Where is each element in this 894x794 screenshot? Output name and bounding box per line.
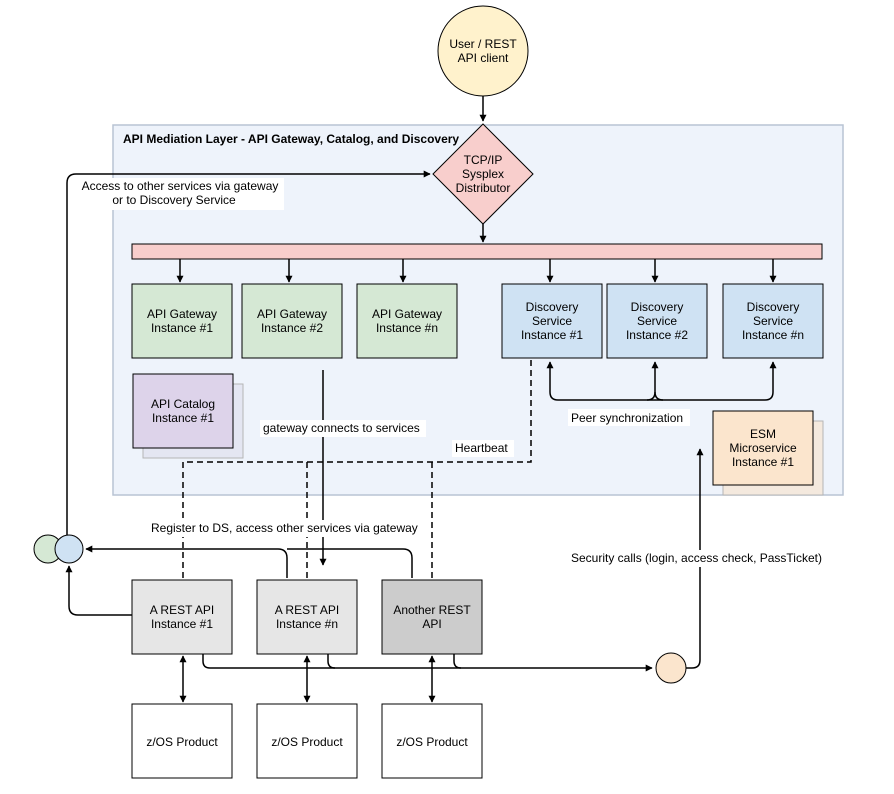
discovery-2-line-1: Discovery — [631, 300, 684, 314]
api-catalog-instance: API Catalog Instance #1 — [132, 373, 244, 459]
rest-api-n-line-1: A REST API — [275, 603, 339, 617]
discovery-2-line-3: Instance #2 — [626, 328, 688, 342]
gateway-2-line-1: API Gateway — [257, 307, 327, 321]
gateway-connects-text: gateway connects to services — [263, 421, 420, 435]
discovery-n-line-3: Instance #n — [742, 328, 804, 342]
another-rest-api: Another REST API — [381, 579, 483, 655]
rest-api-instance-1: A REST API Instance #1 — [131, 579, 233, 655]
register-label: Register to DS, access other services vi… — [148, 520, 426, 537]
security-calls-text: Security calls (login, access check, Pas… — [571, 551, 822, 565]
client-label-line-2: API client — [458, 51, 509, 65]
access-other-line-2: or to Discovery Service — [112, 193, 236, 207]
gateway-instance-2: API Gateway Instance #2 — [241, 283, 343, 359]
discovery-instance-1: Discovery Service Instance #1 — [501, 283, 603, 359]
discovery-instance-2: Discovery Service Instance #2 — [606, 283, 708, 359]
gateway-1-line-2: Instance #1 — [151, 321, 213, 335]
gateway-1-line-1: API Gateway — [147, 307, 217, 321]
zos-product-3: z/OS Product — [381, 703, 483, 779]
register-text: Register to DS, access other services vi… — [151, 521, 418, 535]
zos-product-1-label: z/OS Product — [146, 735, 218, 749]
heartbeat-text: Heartbeat — [455, 441, 508, 455]
access-other-label: Access to other services via gateway or … — [77, 178, 284, 210]
gateway-instance-n: API Gateway Instance #n — [356, 283, 458, 359]
distributor-label-line-1: TCP/IP — [464, 153, 503, 167]
esm-line-1: ESM — [750, 427, 776, 441]
rest-api-instance-n: A REST API Instance #n — [256, 579, 358, 655]
zos-product-1: z/OS Product — [131, 703, 233, 779]
access-other-line-1: Access to other services via gateway — [82, 179, 279, 193]
discovery-n-line-1: Discovery — [747, 300, 800, 314]
distributor-label-line-2: Sysplex — [462, 167, 504, 181]
zos-product-3-label: z/OS Product — [396, 735, 468, 749]
peer-sync-label: Peer synchronization — [568, 409, 690, 426]
heartbeat-label: Heartbeat — [452, 440, 514, 457]
connectors — [65, 96, 777, 703]
client-node: User / REST API client — [437, 5, 529, 97]
discovery-instance-n: Discovery Service Instance #n — [722, 283, 824, 359]
discovery-1-line-1: Discovery — [526, 300, 579, 314]
discovery-1-line-3: Instance #1 — [521, 328, 583, 342]
mediation-layer-title: API Mediation Layer - API Gateway, Catal… — [123, 132, 459, 146]
rest-api-n-line-2: Instance #n — [276, 617, 338, 631]
security-circle — [655, 652, 687, 684]
discovery-circle-blue — [54, 534, 84, 564]
gateway-instance-1: API Gateway Instance #1 — [131, 283, 233, 359]
distribution-bus — [131, 243, 823, 260]
peer-sync-text: Peer synchronization — [571, 411, 683, 425]
gateway-connects-label: gateway connects to services — [260, 420, 426, 437]
esm-line-3: Instance #1 — [732, 455, 794, 469]
gateway-n-line-1: API Gateway — [372, 307, 442, 321]
rest-api-1-line-1: A REST API — [150, 603, 214, 617]
another-rest-api-line-2: API — [422, 617, 441, 631]
zos-product-2-label: z/OS Product — [271, 735, 343, 749]
catalog-line-2: Instance #1 — [152, 411, 214, 425]
gateway-2-line-2: Instance #2 — [261, 321, 323, 335]
another-rest-api-line-1: Another REST — [393, 603, 471, 617]
zos-product-2: z/OS Product — [256, 703, 358, 779]
discovery-n-line-2: Service — [753, 314, 793, 328]
security-calls-label: Security calls (login, access check, Pas… — [568, 550, 834, 567]
distributor-node: TCP/IP Sysplex Distributor — [432, 123, 534, 225]
distributor-label-line-3: Distributor — [456, 181, 511, 195]
client-label-line-1: User / REST — [449, 37, 517, 51]
esm-microservice-instance: ESM Microservice Instance #1 — [712, 410, 824, 496]
esm-line-2: Microservice — [729, 441, 797, 455]
rest-api-1-line-2: Instance #1 — [151, 617, 213, 631]
gateway-n-line-2: Instance #n — [376, 321, 438, 335]
discovery-2-line-2: Service — [637, 314, 677, 328]
discovery-1-line-2: Service — [532, 314, 572, 328]
catalog-line-1: API Catalog — [151, 397, 215, 411]
